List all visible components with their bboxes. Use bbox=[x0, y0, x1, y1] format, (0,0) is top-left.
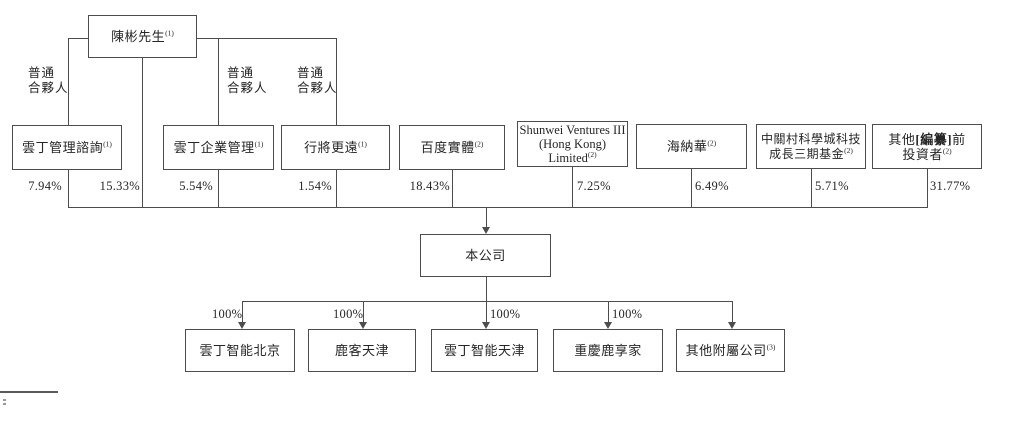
node-shunwei-ventures: Shunwei Ventures III (Hong Kong) Limited… bbox=[517, 121, 628, 167]
node-label-line: Shunwei Ventures III bbox=[519, 123, 626, 137]
node-zhongguancun-fund: 中關村科學城科技 成長三期基金(2) bbox=[756, 124, 866, 169]
connector-line bbox=[363, 301, 364, 322]
node-label: 重慶鹿享家 bbox=[574, 343, 642, 358]
node-the-company: 本公司 bbox=[420, 234, 551, 277]
node-label: 雲丁智能天津 bbox=[443, 343, 525, 358]
node-hainahua: 海納華(2) bbox=[636, 124, 747, 169]
connector-line bbox=[242, 301, 243, 322]
connector-line bbox=[486, 207, 487, 228]
connector-line bbox=[218, 38, 219, 125]
connector-line bbox=[218, 170, 219, 207]
connector-line bbox=[142, 58, 143, 207]
node-yunding-intelligence-beijing: 雲丁智能北京 bbox=[185, 329, 295, 372]
connector-line bbox=[608, 301, 609, 322]
connector-line bbox=[572, 167, 573, 207]
node-label-line: 成長三期基金(2) bbox=[769, 145, 853, 161]
connector-bus-line bbox=[68, 207, 928, 208]
connector-line bbox=[486, 277, 487, 301]
arrowhead-down-icon bbox=[359, 322, 367, 329]
footnote-separator-rule bbox=[0, 391, 58, 393]
node-label-line: (Hong Kong) bbox=[538, 137, 606, 151]
subsidiary-percentage: 100% bbox=[612, 307, 643, 321]
node-label: 鹿客天津 bbox=[334, 343, 389, 358]
connector-line bbox=[336, 170, 337, 207]
connector-line bbox=[68, 38, 69, 125]
connector-line bbox=[197, 38, 337, 39]
connector-line bbox=[927, 169, 928, 207]
node-label: 海納華(2) bbox=[666, 138, 717, 154]
node-label-line: 其他[編纂]前 bbox=[888, 131, 966, 147]
node-label-line: 投資者(2) bbox=[902, 146, 952, 162]
node-label: 陳彬先生(1) bbox=[111, 28, 174, 44]
node-label: 行將更遠(1) bbox=[304, 139, 367, 155]
arrowhead-down-icon bbox=[604, 322, 612, 329]
connector-line bbox=[691, 169, 692, 207]
node-label: 雲丁企業管理(1) bbox=[173, 139, 264, 155]
arrowhead-down-icon bbox=[482, 322, 490, 329]
node-other-pre-investors: 其他[編纂]前 投資者(2) bbox=[872, 124, 982, 169]
node-xingjiang-gengyuan: 行將更遠(1) bbox=[281, 125, 390, 170]
node-label-line: Limited(2) bbox=[548, 149, 597, 165]
node-label: 百度實體(2) bbox=[420, 139, 484, 155]
node-label: 雲丁管理諮詢(1) bbox=[22, 139, 112, 155]
node-chen-bin: 陳彬先生(1) bbox=[88, 15, 197, 58]
connector-distributor-line bbox=[242, 301, 733, 302]
footnote-text-fragment bbox=[3, 399, 6, 405]
node-chongqing-luxiangjia: 重慶鹿享家 bbox=[553, 329, 663, 372]
connector-line bbox=[811, 169, 812, 207]
relationship-label-general-partner: 普通 合夥人 bbox=[227, 66, 268, 95]
ownership-percentage: 1.54% bbox=[298, 179, 332, 193]
node-luke-tianjin: 鹿客天津 bbox=[308, 329, 416, 372]
subsidiary-percentage: 100% bbox=[212, 307, 243, 321]
node-label: 其他附屬公司(3) bbox=[685, 342, 776, 358]
ownership-percentage: 31.77% bbox=[930, 179, 971, 193]
subsidiary-percentage: 100% bbox=[333, 307, 364, 321]
arrowhead-down-icon bbox=[238, 322, 246, 329]
connector-line bbox=[732, 301, 733, 322]
ownership-percentage: 6.49% bbox=[695, 179, 729, 193]
relationship-label-general-partner: 普通 合夥人 bbox=[297, 66, 338, 95]
node-label: 雲丁智能北京 bbox=[199, 343, 281, 358]
node-yunding-management-consulting: 雲丁管理諮詢(1) bbox=[12, 125, 122, 170]
node-yunding-enterprise-management: 雲丁企業管理(1) bbox=[163, 125, 274, 170]
ownership-percentage: 18.43% bbox=[409, 179, 450, 193]
node-baidu-entity: 百度實體(2) bbox=[399, 125, 505, 170]
ownership-percentage: 5.71% bbox=[815, 179, 849, 193]
subsidiary-percentage: 100% bbox=[490, 307, 521, 321]
ownership-percentage: 5.54% bbox=[179, 179, 213, 193]
connector-line bbox=[68, 38, 89, 39]
node-yunding-intelligence-tianjin: 雲丁智能天津 bbox=[431, 329, 538, 372]
arrowhead-down-icon bbox=[482, 227, 490, 234]
node-other-subsidiaries: 其他附屬公司(3) bbox=[676, 329, 785, 372]
node-label: 本公司 bbox=[465, 248, 506, 263]
arrowhead-down-icon bbox=[728, 322, 736, 329]
ownership-percentage: 7.25% bbox=[577, 179, 611, 193]
connector-line bbox=[452, 170, 453, 207]
node-label-line: 中關村科學城科技 bbox=[760, 131, 861, 146]
connector-line bbox=[486, 301, 487, 322]
ownership-percentage: 15.33% bbox=[99, 179, 140, 193]
relationship-label-general-partner: 普通 合夥人 bbox=[28, 66, 69, 95]
connector-line bbox=[68, 170, 69, 207]
ownership-percentage: 7.94% bbox=[28, 179, 62, 193]
connector-line bbox=[336, 38, 337, 125]
